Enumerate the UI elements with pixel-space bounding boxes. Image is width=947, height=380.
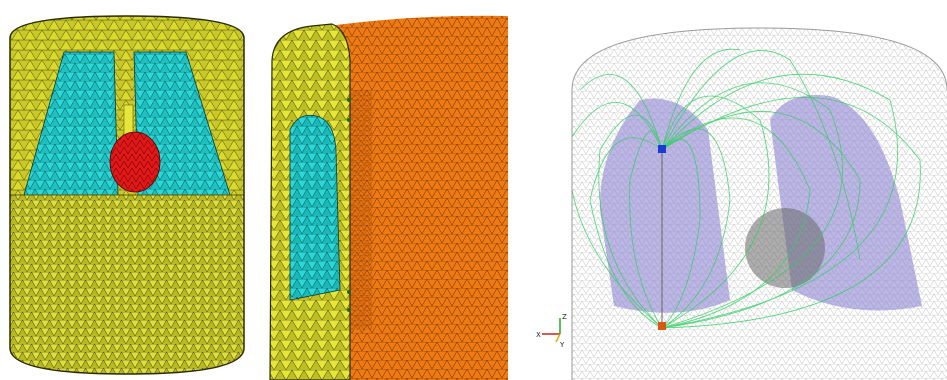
mesh-surface-image	[269, 15, 508, 380]
mesh-cross-section-panel	[0, 0, 255, 380]
mesh-surface-panel	[262, 0, 508, 380]
field-line-panel: Z X Y	[530, 0, 947, 380]
axis-z-label: Z	[562, 313, 567, 321]
top-source-marker	[658, 145, 666, 153]
dark-sphere	[745, 208, 825, 288]
field-lines	[572, 48, 921, 329]
axis-y-label: Y	[559, 341, 565, 349]
red-sphere	[109, 131, 161, 193]
purple-region-left	[599, 98, 730, 313]
mesh-cross-section-image	[9, 15, 245, 375]
field-line-image	[571, 27, 947, 380]
cyan-region-side	[289, 114, 341, 301]
axis-x-label: X	[536, 331, 541, 339]
axes-triad: Z X Y	[536, 313, 567, 349]
bottom-source-marker	[658, 322, 666, 330]
